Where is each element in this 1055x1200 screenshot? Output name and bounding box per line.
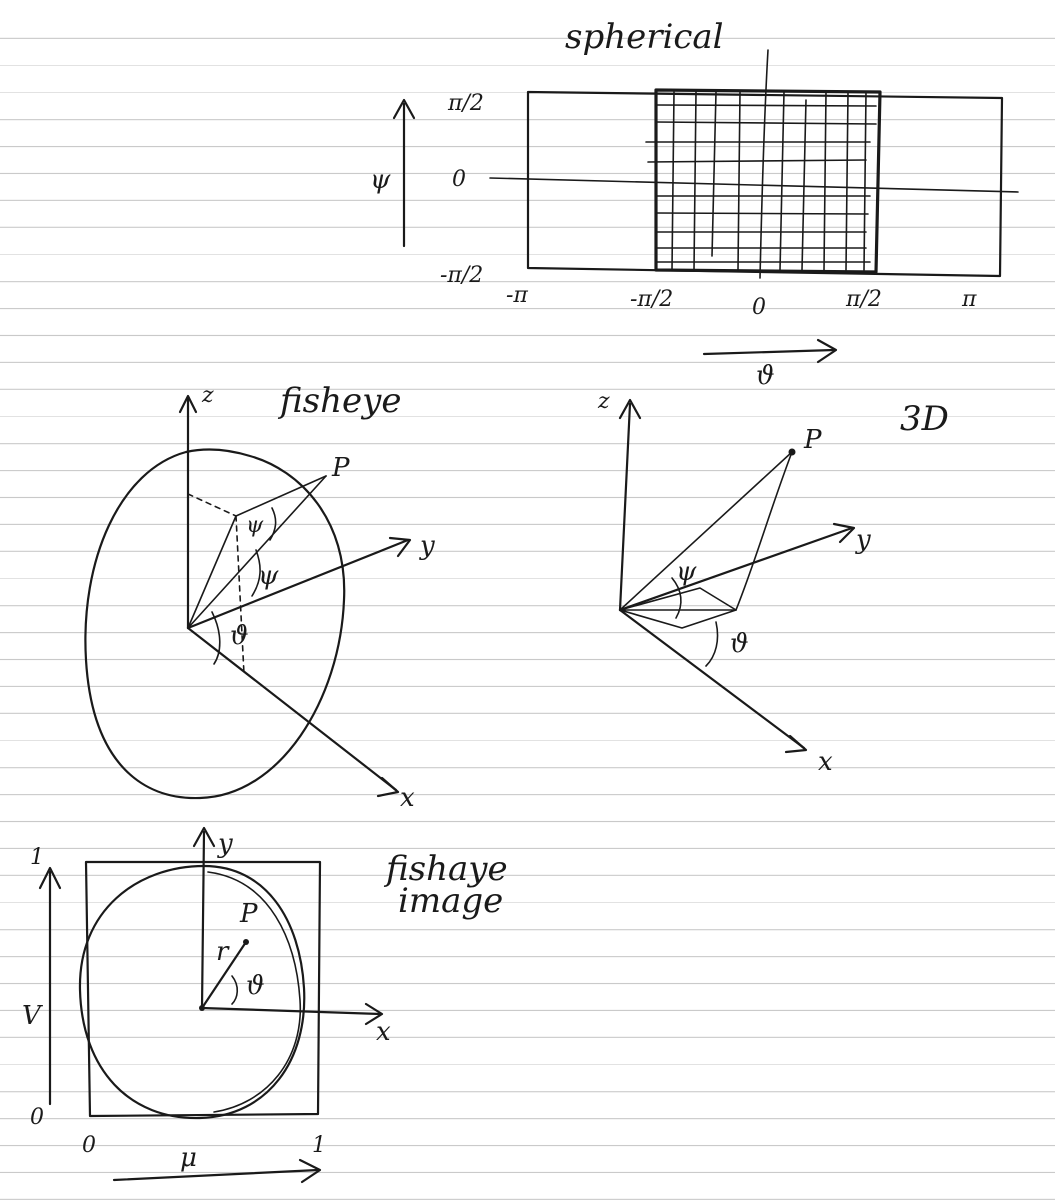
image-y-arrow — [192, 826, 216, 848]
three-d-x-arrow — [784, 734, 808, 754]
three-d-projection-ray — [619, 587, 737, 611]
image-point-label: P — [239, 899, 258, 929]
three-d-theta-arc — [705, 621, 719, 667]
spherical-panel: spherical — [370, 17, 1019, 391]
three-d-y-arrow — [832, 522, 856, 544]
fisheye-theta-arc — [211, 611, 221, 665]
fisheye-inner-ray — [187, 515, 237, 629]
fisheye-psi-label: ψ — [258, 561, 279, 591]
fisheye-dash-vertical — [235, 515, 245, 675]
fisheye-z-arrow — [178, 394, 198, 414]
three-d-z-arrow — [618, 398, 642, 420]
three-d-z-axis — [618, 402, 632, 612]
u-right-label: 1 — [312, 1133, 326, 1158]
fisheye-p-projection — [235, 475, 327, 517]
spherical-inner-rect — [654, 88, 882, 274]
image-theta-label: ϑ — [246, 971, 265, 1001]
fisheye-y-label: y — [419, 531, 435, 561]
image-origin-dot — [199, 1005, 205, 1011]
three-d-x-label: x — [818, 747, 833, 777]
three-d-z-label: z — [597, 389, 610, 414]
fisheye-y-arrow — [388, 536, 412, 558]
image-radius-label: r — [216, 937, 230, 967]
image-point-dot — [243, 939, 249, 945]
three-d-psi-arc — [671, 577, 682, 619]
image-y-label: y — [217, 829, 233, 859]
fisheye-z-label: z — [201, 383, 214, 408]
psi-arrow-head — [392, 98, 416, 120]
theta-axis-label: ϑ — [756, 361, 775, 391]
v-top-label: 1 — [30, 845, 44, 870]
fisheye-sphere-outline — [84, 448, 346, 800]
image-x-label: x — [376, 1017, 391, 1047]
three-d-panel: 3D z y x P ψ ϑ — [597, 389, 949, 777]
fisheye-image-title-2: image — [398, 881, 503, 921]
xtick-pi: π — [961, 287, 977, 312]
fisheye-title: fisheye — [277, 381, 401, 421]
spherical-grid-vertical — [671, 49, 867, 279]
image-circle — [78, 864, 306, 1120]
three-d-vector-p — [619, 451, 793, 611]
three-d-y-label: y — [855, 525, 871, 555]
spherical-zero-line — [489, 177, 1019, 193]
three-d-p-drop — [735, 451, 793, 611]
fisheye-small-arc — [269, 507, 277, 541]
fisheye-point-label: P — [331, 453, 350, 483]
image-x-axis — [200, 1006, 382, 1016]
psi-axis-label: ψ — [370, 165, 391, 195]
v-arrow-head — [38, 866, 62, 890]
u-arrow-head — [298, 1158, 322, 1184]
three-d-point-label: P — [803, 425, 822, 455]
fisheye-x-arrow — [376, 776, 400, 798]
spherical-title: spherical — [565, 17, 724, 57]
fisheye-small-psi-label: ψ — [246, 513, 264, 538]
fisheye-panel: fisheye z y x P ψ ϑ ψ — [84, 381, 435, 813]
xtick-minus-pi-half: -π/2 — [630, 287, 673, 312]
three-d-y-axis — [618, 526, 854, 612]
image-y-axis — [200, 830, 206, 1010]
three-d-title: 3D — [900, 399, 949, 439]
theta-axis-arrow — [702, 348, 836, 356]
fisheye-x-axis — [186, 626, 398, 792]
image-square — [84, 860, 322, 1118]
spherical-outer-rect — [526, 90, 1004, 278]
fisheye-psi-arc — [251, 549, 261, 597]
fisheye-x-label: x — [400, 783, 415, 813]
xtick-minus-pi: -π — [506, 283, 528, 308]
v-axis-label: V — [22, 1001, 43, 1031]
three-d-projection-triangle — [619, 609, 737, 629]
image-x-arrow — [364, 1002, 384, 1026]
theta-arrow-head — [816, 338, 838, 364]
fisheye-theta-label: ϑ — [230, 621, 249, 651]
ytick-minus-pi-half: -π/2 — [440, 263, 483, 288]
fisheye-y-axis — [186, 538, 410, 630]
u-left-label: 0 — [82, 1133, 96, 1158]
xtick-pi-half: π/2 — [845, 287, 882, 312]
three-d-x-axis — [618, 608, 806, 750]
fisheye-image-panel: fishaye image y x P r ϑ V 1 0 μ 0 1 — [22, 826, 508, 1184]
u-axis-arrow — [112, 1168, 320, 1182]
three-d-theta-label: ϑ — [730, 629, 749, 659]
fisheye-dash-top — [187, 493, 237, 517]
fisheye-image-title-1: fishaye — [383, 849, 508, 889]
u-axis-label: μ — [180, 1143, 197, 1173]
xtick-zero: 0 — [752, 295, 766, 320]
ytick-pi-half: π/2 — [447, 91, 484, 116]
image-radius-vector — [200, 940, 248, 1010]
v-bottom-label: 0 — [30, 1105, 44, 1130]
image-circle-overtrace — [207, 871, 302, 1113]
image-theta-arc — [231, 975, 239, 1005]
three-d-psi-label: ψ — [676, 557, 697, 587]
ytick-zero: 0 — [452, 167, 466, 192]
